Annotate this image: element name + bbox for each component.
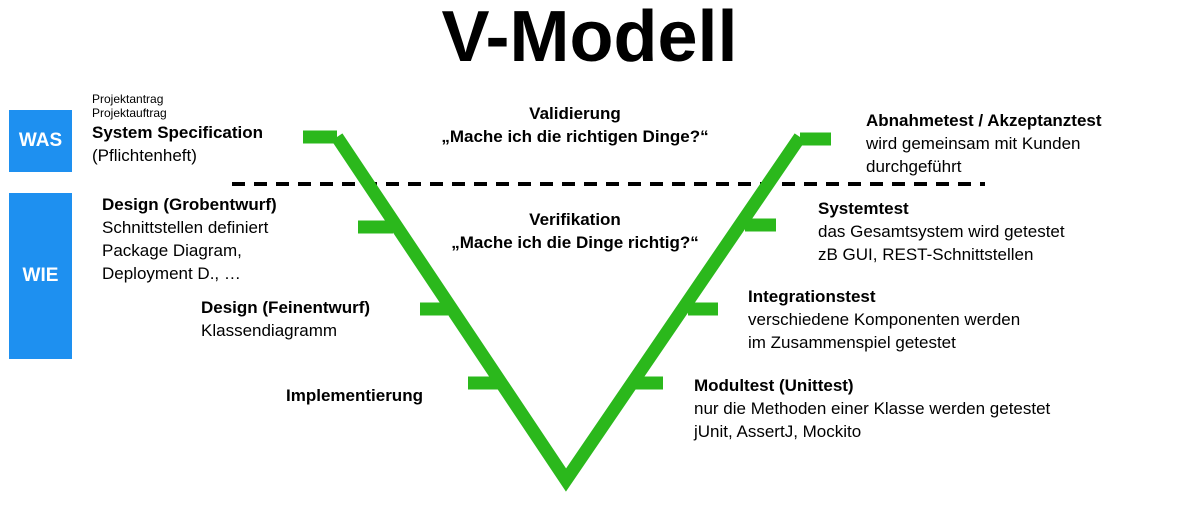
spec-heading: System Specification bbox=[92, 123, 264, 142]
verifikation-heading: Verifikation bbox=[529, 210, 621, 229]
spec-pre1: Projektantrag bbox=[92, 92, 164, 106]
abnahme-line1: wird gemeinsam mit Kunden bbox=[866, 134, 1081, 153]
impl-heading: Implementierung bbox=[286, 386, 423, 405]
wie-box: WIE bbox=[9, 193, 72, 359]
spec-pre2: Projektauftrag bbox=[92, 106, 167, 120]
system-line1: das Gesamtsystem wird getestet bbox=[818, 222, 1065, 241]
spec-line1: (Pflichtenheft) bbox=[92, 146, 197, 165]
system-heading: Systemtest bbox=[818, 199, 909, 218]
modul-line1: nur die Methoden einer Klasse werden get… bbox=[694, 399, 1051, 418]
abnahme-heading: Abnahmetest / Akzeptanztest bbox=[866, 111, 1102, 130]
validierung-line1: „Mache ich die richtigen Dinge?“ bbox=[441, 127, 709, 146]
modul-heading: Modultest (Unittest) bbox=[694, 376, 854, 395]
validierung-heading: Validierung bbox=[529, 104, 621, 123]
was-box: WAS bbox=[9, 110, 72, 172]
integration-line2: im Zusammenspiel getestet bbox=[748, 333, 956, 352]
grob-line1: Schnittstellen definiert bbox=[102, 218, 269, 237]
integration-heading: Integrationstest bbox=[748, 287, 876, 306]
integration-line1: verschiedene Komponenten werden bbox=[748, 310, 1021, 329]
grob-heading: Design (Grobentwurf) bbox=[102, 195, 277, 214]
wie-label: WIE bbox=[22, 265, 59, 286]
was-label: WAS bbox=[18, 130, 63, 151]
system-line2: zB GUI, REST-Schnittstellen bbox=[818, 245, 1034, 264]
grob-line2: Package Diagram, bbox=[102, 241, 242, 260]
grob-line3: Deployment D., … bbox=[102, 264, 241, 283]
v-shape bbox=[331, 133, 806, 492]
verifikation-line1: „Mache ich die Dinge richtig?“ bbox=[451, 233, 699, 252]
page-title: V-Modell bbox=[441, 0, 738, 77]
fein-heading: Design (Feinentwurf) bbox=[201, 298, 371, 317]
modul-line2: jUnit, AssertJ, Mockito bbox=[694, 422, 862, 441]
abnahme-line2: durchgeführt bbox=[866, 157, 962, 176]
fein-line1: Klassendiagramm bbox=[201, 321, 338, 340]
